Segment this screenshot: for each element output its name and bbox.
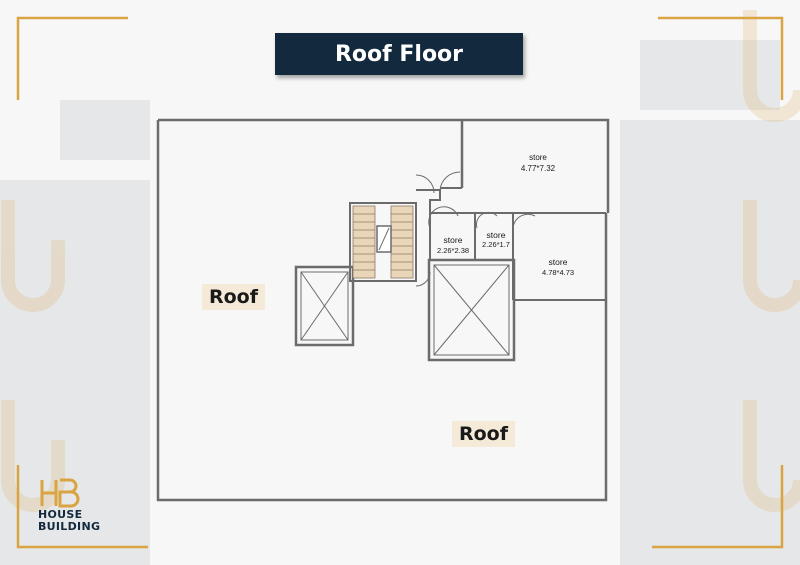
logo-line-2: BUILDING xyxy=(38,520,101,533)
roof-label-left: Roof xyxy=(202,284,266,310)
room-store-4-size: 4.78*4.73 xyxy=(542,268,574,277)
stair-core xyxy=(349,202,417,282)
house-building-logo xyxy=(40,478,80,508)
roof-label-bottom: Roof xyxy=(452,421,516,447)
room-store-4-name: store xyxy=(549,257,568,267)
room-store-1-size: 4.77*7.32 xyxy=(521,164,556,173)
room-store-1-name: store xyxy=(529,153,547,162)
corner-frame xyxy=(16,16,784,549)
shaft-left xyxy=(294,265,355,347)
room-store-3-name: store xyxy=(487,230,506,240)
outer-wall xyxy=(156,118,610,502)
page-title: Roof Floor xyxy=(275,33,523,75)
stairs xyxy=(352,205,414,279)
shaft-right xyxy=(427,258,516,362)
room-store-2-name: store xyxy=(444,235,463,245)
room-store-3-size: 2.26*1.7 xyxy=(482,240,510,249)
logo-line-1: HOUSE xyxy=(38,508,83,521)
room-store-2-size: 2.26*2.38 xyxy=(437,246,469,255)
